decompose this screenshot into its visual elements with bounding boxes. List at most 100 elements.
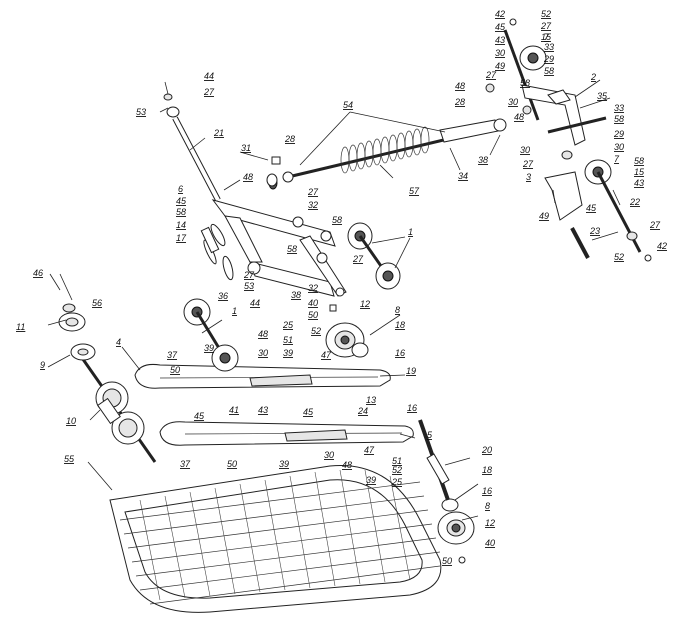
callout-58: 58 [544,66,554,76]
callout-51: 51 [283,335,293,345]
callout-43b: 43 [634,178,644,188]
callout-38b: 38 [291,290,301,300]
callout-28: 28 [454,97,465,107]
slide-rail-upper [134,364,391,389]
right-arm-assembly [485,18,652,262]
callout-17: 17 [176,233,187,243]
callout-58c: 58 [614,114,624,124]
callout-47b: 47 [364,445,375,455]
callout-45: 45 [495,22,506,32]
callout-45d: 45 [194,411,205,421]
callout-10: 10 [66,416,76,426]
callout-39b: 39 [283,348,293,358]
callout-34: 34 [458,171,468,181]
callout-58b: 58 [520,78,530,88]
callout-25: 25 [282,320,294,330]
callout-1: 1 [408,227,413,237]
callout-5: 5 [427,430,433,440]
front-arm [163,93,221,202]
callout-42: 42 [495,9,505,19]
callout-1b: 1 [232,306,237,316]
callout-15b: 15 [634,167,645,177]
callout-52d: 52 [392,465,402,475]
callout-7: 7 [544,32,550,42]
leader-lines [47,79,621,521]
callout-9: 9 [40,360,45,370]
slide-rail-lower [159,421,414,446]
callout-12: 12 [360,299,370,309]
callout-36: 36 [218,291,228,301]
callout-50: 50 [308,310,318,320]
callout-53: 53 [136,107,146,117]
callout-37: 37 [167,350,178,360]
callout-15: 15 [541,32,552,42]
callout-4: 4 [116,337,121,347]
callout-48b: 48 [514,112,524,122]
callout-13: 13 [366,395,376,405]
callout-46: 46 [33,268,43,278]
callout-29b: 29 [613,129,624,139]
callout-50b: 50 [170,365,180,375]
callout-28b: 28 [284,134,295,144]
callout-30b: 30 [508,97,518,107]
callout-51b: 51 [392,456,402,466]
callout-27b: 27 [485,70,497,80]
callout-18b: 18 [482,465,492,475]
callout-32b: 32 [308,283,318,293]
callout-labels: 42 52 45 27 43 15 7 33 30 29 49 58 27 58… [16,9,667,566]
callout-14: 14 [176,220,186,230]
callout-40: 40 [308,298,318,308]
callout-30c: 30 [520,145,530,155]
callout-42b: 42 [657,241,667,251]
small-parts [200,156,466,564]
callout-19: 19 [406,366,416,376]
callout-56: 56 [92,298,102,308]
callout-3: 3 [526,172,531,182]
callout-30e: 30 [258,348,268,358]
callout-30: 30 [495,48,505,58]
callout-58d: 58 [634,156,644,166]
callout-52c: 52 [311,326,321,336]
callout-30f: 30 [324,450,334,460]
callout-16c: 16 [482,486,492,496]
callout-52: 52 [541,9,551,19]
shock-absorber [268,118,507,190]
callout-58f: 58 [332,215,342,225]
callout-31: 31 [241,143,251,153]
callout-38: 38 [478,155,488,165]
callout-52b: 52 [614,252,624,262]
rear-arm-frame [203,199,347,297]
callout-54: 54 [343,100,353,110]
callout-43c: 43 [258,405,268,415]
callout-40b: 40 [485,538,495,548]
callout-41: 41 [229,405,239,415]
callout-39: 39 [204,343,214,353]
callout-24: 24 [357,406,368,416]
callout-37b: 37 [180,459,191,469]
callout-12b: 12 [485,518,495,528]
callout-58e: 58 [176,207,186,217]
callout-27f: 27 [307,187,319,197]
callout-43: 43 [495,35,505,45]
callout-35: 35 [597,91,608,101]
callout-48e: 48 [342,460,352,470]
callout-16b: 16 [407,403,417,413]
idler-wheels [183,45,612,545]
callout-6: 6 [178,184,183,194]
callout-16: 16 [395,348,405,358]
drive-shaft-assembly [58,303,157,463]
callout-20: 20 [481,445,492,455]
callout-55: 55 [64,454,75,464]
callout-30d: 30 [614,142,624,152]
callout-45b: 45 [586,203,597,213]
callout-22: 22 [629,197,640,207]
callout-50c: 50 [227,459,237,469]
callout-44: 44 [204,71,214,81]
callout-48c: 48 [243,172,253,182]
callout-47: 47 [321,350,332,360]
callout-8b: 8 [485,501,490,511]
callout-27d: 27 [649,220,661,230]
callout-25b: 25 [391,477,403,487]
callout-48d: 48 [258,329,268,339]
callout-29: 29 [543,54,554,64]
